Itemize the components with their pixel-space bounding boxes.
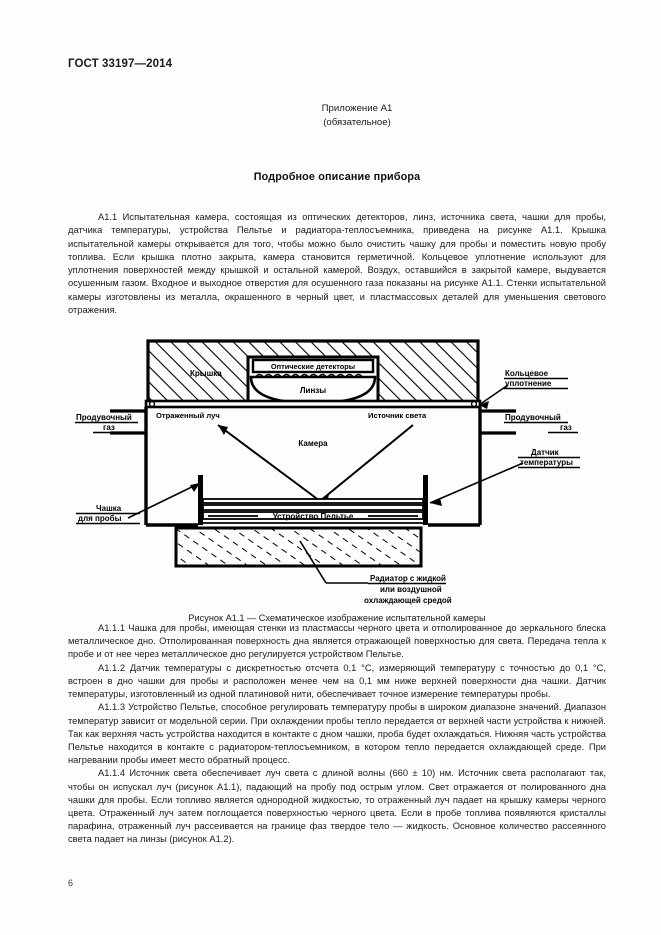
paragraph-a1-1-1-text: А1.1.1 Чашка для пробы, имеющая стенки и… — [68, 622, 606, 660]
label-sample-cup-1: Чашка — [96, 504, 122, 513]
standard-header: ГОСТ 33197—2014 — [68, 58, 173, 70]
section-title: Подробное описание прибора — [253, 171, 421, 184]
annex-title: Приложение А1 — [321, 103, 393, 114]
paragraph-a1-1-2: А1.1.2 Датчик температуры с дискретность… — [68, 662, 606, 702]
paragraph-a1-1-3: А1.1.3 Устройство Пельтье, способное рег… — [68, 701, 606, 767]
label-chamber: Камера — [298, 439, 328, 448]
paragraph-a1-1-4: А1.1.4 Источник света обеспечивает луч с… — [68, 767, 606, 846]
paragraph-group-lower: А1.1.1 Чашка для пробы, имеющая стенки и… — [68, 622, 606, 847]
paragraph-a1-1: А1.1 Испытательная камера, состоящая из … — [68, 211, 606, 317]
label-light-source: Источник света — [368, 411, 427, 420]
label-ring-seal-1: Кольцевое — [505, 369, 549, 378]
paragraph-a1-1-text: А1.1 Испытательная камера, состоящая из … — [68, 212, 606, 315]
paragraph-a1-1-1: А1.1.1 Чашка для пробы, имеющая стенки и… — [68, 622, 606, 662]
figure-caption: Рисунок А1.1 — Схематическое изображение… — [188, 612, 486, 623]
light-beam-paths — [217, 424, 414, 504]
annex-heading: Приложение А1 (обязательное) — [108, 102, 606, 129]
label-ring-seal-2: уплотнение — [505, 379, 552, 388]
label-lid: Крышка — [190, 369, 222, 378]
label-radiator-1: Радиатор с жидкой — [370, 574, 446, 583]
label-optical-detectors: Оптические детекторы — [271, 362, 355, 371]
label-purge-gas-left-2: газ — [103, 423, 115, 432]
page-number: 6 — [68, 878, 74, 888]
label-purge-gas-right-2: газ — [560, 423, 572, 432]
label-peltier-device: Устройство Пельтье — [273, 512, 354, 521]
label-sample-cup-2: для пробы — [78, 514, 122, 523]
label-reflected-beam: Отраженный луч — [156, 411, 220, 420]
label-radiator-3: охлаждающей средой — [364, 596, 452, 605]
paragraph-a1-1-4-text: А1.1.4 Источник света обеспечивает луч с… — [68, 768, 606, 845]
paragraph-a1-1-3-text: А1.1.3 Устройство Пельтье, способное рег… — [68, 702, 606, 766]
peltier-stack — [198, 474, 428, 525]
figure-a1-1: Крышка Оптические детекторы Линзы Кольце… — [68, 333, 606, 623]
lid-group — [144, 339, 482, 409]
label-purge-gas-left-1: Продувочный — [76, 413, 132, 422]
annex-subtitle: (обязательное) — [323, 116, 391, 128]
label-lenses: Линзы — [300, 386, 326, 395]
label-leader-lines — [127, 384, 524, 584]
label-temp-sensor-1: Датчик — [531, 448, 560, 457]
label-temp-sensor-2: температуры — [520, 458, 573, 467]
label-purge-gas-right-1: Продувочный — [505, 413, 561, 422]
paragraph-a1-1-2-text: А1.1.2 Датчик температуры с дискретность… — [68, 662, 606, 700]
label-radiator-2: или воздушной — [380, 585, 442, 594]
radiator-block — [174, 526, 423, 568]
test-chamber-schematic: Крышка Оптические детекторы Линзы Кольце… — [75, 339, 580, 605]
